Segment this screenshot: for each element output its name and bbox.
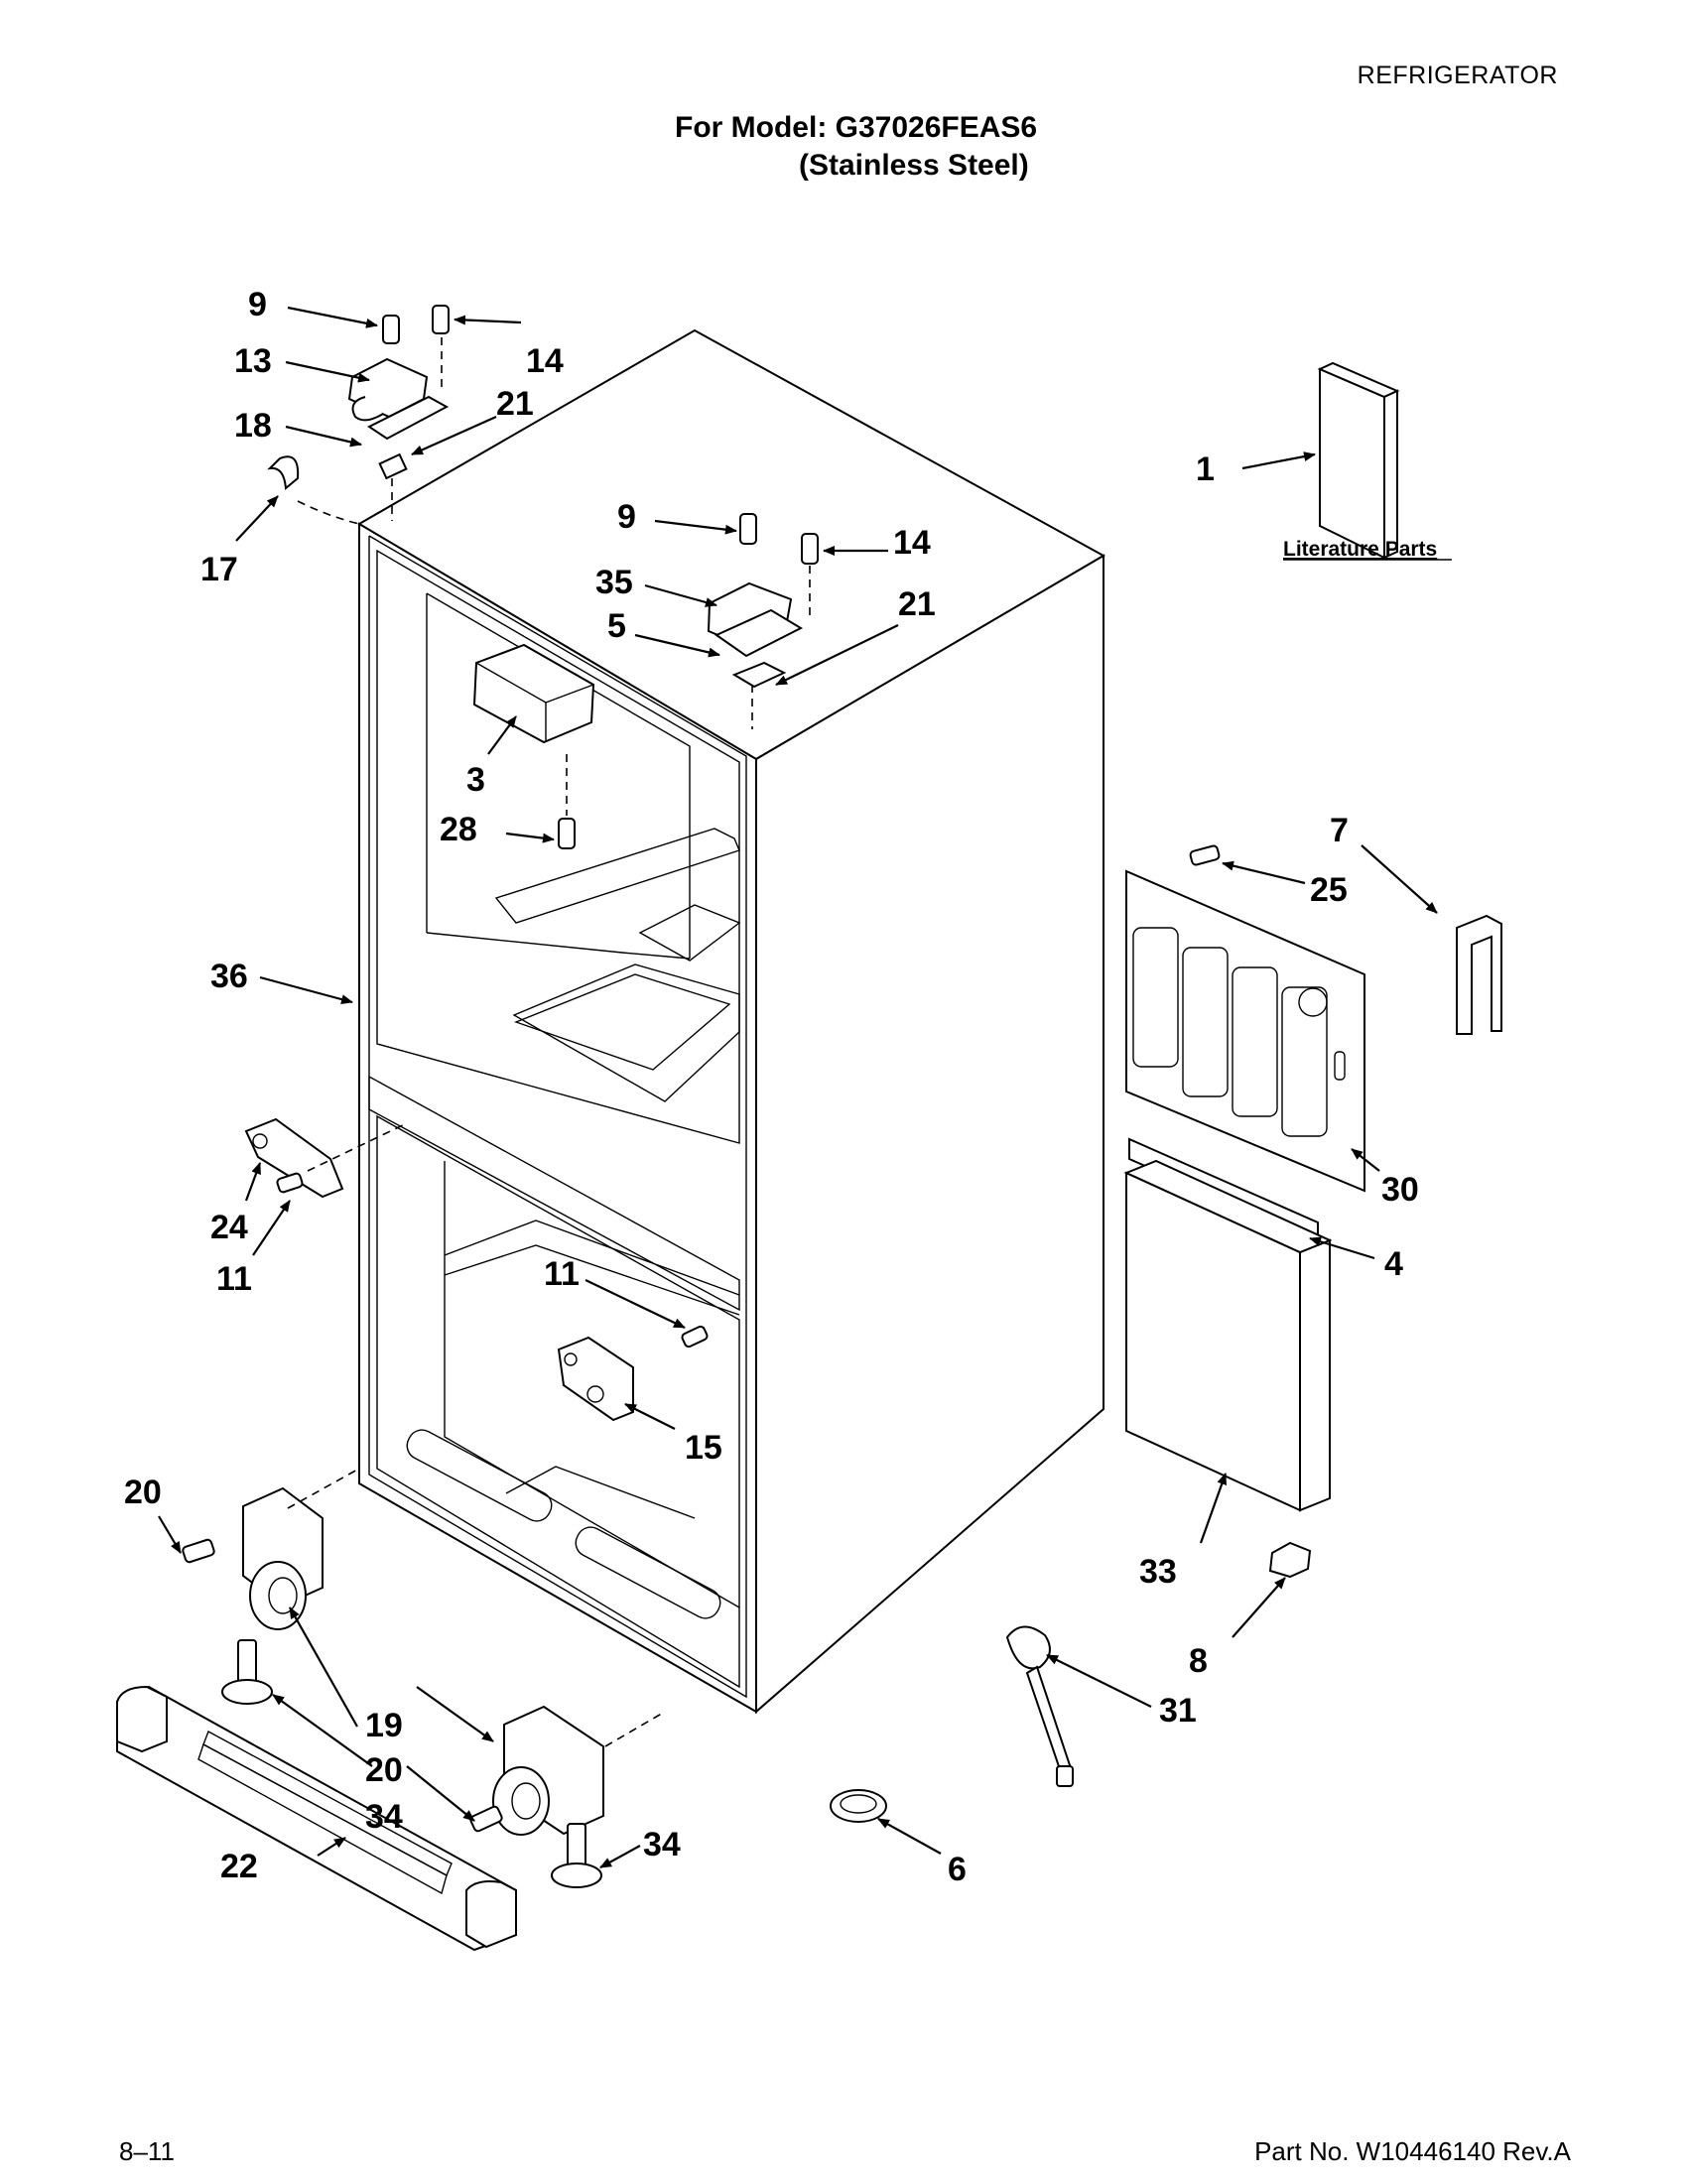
callout-14: 14 xyxy=(526,342,564,380)
part-25-screw xyxy=(1189,844,1221,866)
callout-25: 25 xyxy=(1310,871,1348,909)
callout-6: 6 xyxy=(948,1851,967,1888)
callout-15: 15 xyxy=(685,1429,722,1467)
part-7-trim-clip xyxy=(1456,914,1502,1035)
grille-louvers xyxy=(1132,927,1328,1137)
part-34-right-leveler xyxy=(551,1823,602,1888)
callout-20: 20 xyxy=(365,1751,403,1789)
upper-right-hinge-assembly xyxy=(707,513,819,729)
callout-4: 4 xyxy=(1384,1245,1403,1283)
callout-3: 3 xyxy=(466,761,485,799)
part-19-right-roller xyxy=(469,1705,666,1836)
callout-20: 20 xyxy=(124,1474,162,1511)
callout-30: 30 xyxy=(1381,1171,1419,1209)
callout-9: 9 xyxy=(248,286,267,323)
callout-1: 1 xyxy=(1196,450,1215,488)
callout-34: 34 xyxy=(643,1826,681,1863)
literature-parts-label: Literature Parts xyxy=(1283,538,1437,561)
upper-left-hinge-assembly xyxy=(267,305,450,521)
callout-33: 33 xyxy=(1139,1553,1177,1591)
part-22-toe-grille xyxy=(116,1685,517,1952)
finish-subtitle: (Stainless Steel) xyxy=(799,149,1029,182)
page-number: 8–11 xyxy=(119,2136,175,2166)
part-34-left-leveler xyxy=(221,1639,273,1705)
category-label: REFRIGERATOR xyxy=(1357,62,1558,89)
part-number: Part No. W10446140 Rev.A xyxy=(1254,2136,1571,2166)
cabinet-shell xyxy=(297,328,1106,1715)
callout-19: 19 xyxy=(365,1707,403,1744)
literature-parts-book xyxy=(1317,361,1400,560)
part-8-clip xyxy=(1268,1541,1312,1579)
callout-9: 9 xyxy=(617,498,636,536)
callout-36: 36 xyxy=(210,958,248,995)
callout-22: 22 xyxy=(220,1848,258,1885)
callout-31: 31 xyxy=(1159,1692,1197,1730)
callout-35: 35 xyxy=(595,564,633,601)
callout-28: 28 xyxy=(440,811,477,848)
part-24-center-hinge xyxy=(244,1117,408,1199)
part-6-grommet xyxy=(830,1789,887,1823)
callout-21: 21 xyxy=(898,585,936,623)
callout-11: 11 xyxy=(544,1255,580,1293)
part-3-bracket xyxy=(472,643,595,849)
callout-5: 5 xyxy=(607,607,626,645)
callout-13: 13 xyxy=(234,342,272,380)
part-31-drain-tube xyxy=(1005,1625,1074,1787)
callout-24: 24 xyxy=(210,1209,248,1246)
callout-14: 14 xyxy=(893,524,931,562)
callout-leaders xyxy=(158,306,1438,1868)
callout-17: 17 xyxy=(200,551,238,588)
part-30-rear-grille xyxy=(1125,869,1365,1193)
callout-11: 11 xyxy=(216,1260,252,1298)
callout-labels: 9 13 14 18 21 17 1 9 14 35 5 21 3 28 7 2… xyxy=(124,286,1419,1888)
callout-21: 21 xyxy=(496,385,534,423)
callout-7: 7 xyxy=(1330,812,1349,849)
callout-8: 8 xyxy=(1189,1642,1208,1680)
model-title: For Model: G37026FEAS6 xyxy=(675,111,1038,144)
part-33-access-panel xyxy=(1123,1159,1333,1512)
callout-18: 18 xyxy=(234,407,272,445)
part-19-left-roller xyxy=(182,1468,360,1630)
callout-34: 34 xyxy=(365,1798,403,1836)
